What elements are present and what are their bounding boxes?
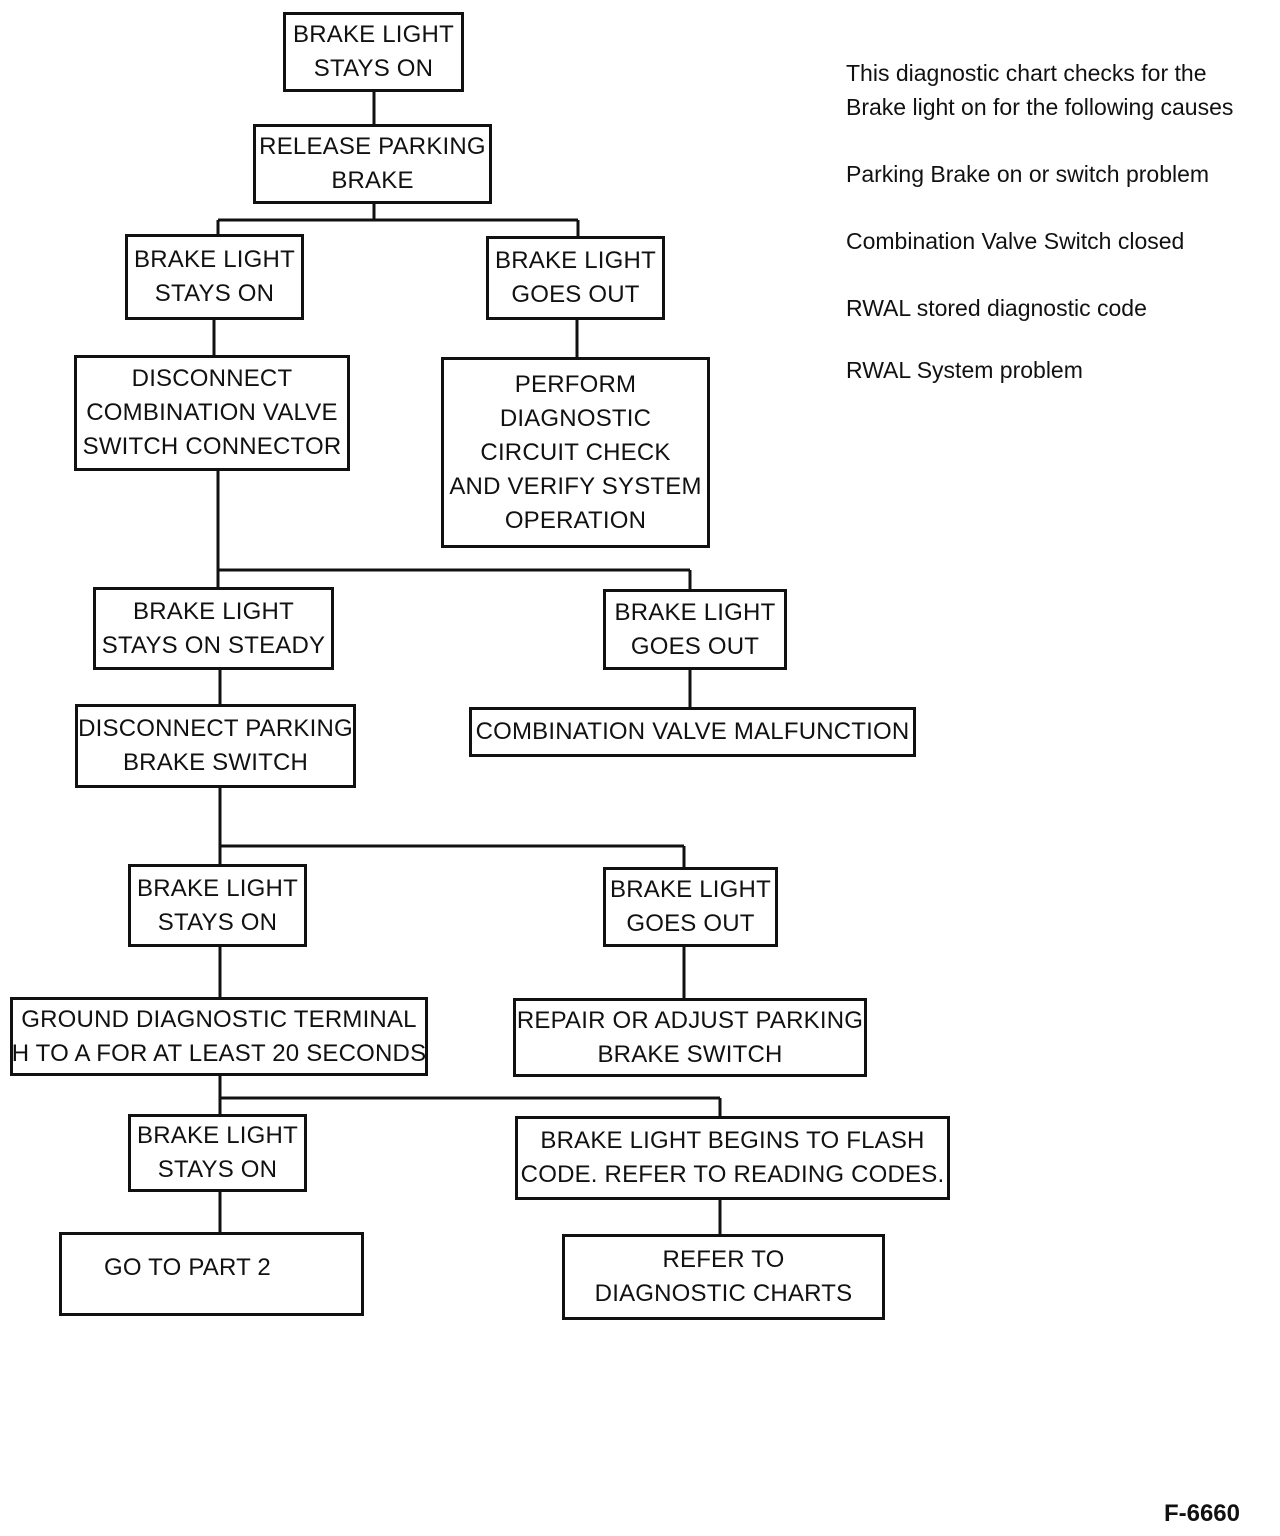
node-brake-light-stays-on-1: BRAKE LIGHT STAYS ON bbox=[125, 234, 304, 320]
node-line: COMBINATION VALVE bbox=[86, 399, 338, 426]
node-repair-or-adjust-parking-brake-switch: REPAIR OR ADJUST PARKING BRAKE SWITCH bbox=[513, 998, 867, 1077]
node-line: BRAKE SWITCH bbox=[597, 1040, 783, 1068]
node-brake-light-stays-on-steady: BRAKE LIGHT STAYS ON STEADY bbox=[93, 587, 334, 670]
node-line: H TO A FOR AT LEAST 20 SECONDS bbox=[11, 1039, 427, 1067]
node-line: AND VERIFY SYSTEM bbox=[449, 472, 702, 500]
node-line: BRAKE LIGHT bbox=[293, 21, 454, 48]
notes-intro-line-2: Brake light on for the following causes bbox=[846, 94, 1234, 120]
node-line: BRAKE LIGHT bbox=[133, 597, 294, 625]
node-line: STAYS ON STEADY bbox=[101, 631, 326, 659]
node-line: GOES OUT bbox=[630, 632, 760, 660]
node-line: GROUND DIAGNOSTIC TERMINAL bbox=[21, 1005, 417, 1033]
node-disconnect-combination-valve: DISCONNECT COMBINATION VALVE SWITCH CONN… bbox=[74, 355, 350, 471]
node-line: REPAIR OR ADJUST PARKING bbox=[516, 1006, 864, 1034]
node-ground-diagnostic-terminal: GROUND DIAGNOSTIC TERMINAL H TO A FOR AT… bbox=[10, 997, 428, 1076]
node-line: DIAGNOSTIC bbox=[499, 404, 652, 432]
cause-item: RWAL stored diagnostic code bbox=[846, 295, 1147, 321]
node-line: STAYS ON bbox=[157, 1156, 278, 1183]
node-line: BRAKE LIGHT bbox=[610, 876, 771, 903]
node-line: BRAKE LIGHT bbox=[614, 598, 776, 626]
cause-item: Parking Brake on or switch problem bbox=[846, 161, 1210, 187]
figure-id-label: F-6660 bbox=[1163, 1500, 1240, 1527]
node-line: DISCONNECT bbox=[131, 365, 293, 392]
node-line: BRAKE SWITCH bbox=[122, 749, 309, 776]
node-brake-light-stays-on-3: BRAKE LIGHT STAYS ON bbox=[128, 1114, 307, 1192]
node-line: GOES OUT bbox=[511, 281, 640, 308]
node-line: RELEASE PARKING bbox=[259, 133, 486, 160]
notes-intro-line-1: This diagnostic chart checks for the bbox=[846, 60, 1207, 86]
node-line: BRAKE LIGHT bbox=[134, 246, 295, 273]
node-release-parking-brake: RELEASE PARKING BRAKE bbox=[253, 124, 492, 204]
node-brake-light-begins-to-flash: BRAKE LIGHT BEGINS TO FLASH CODE. REFER … bbox=[515, 1116, 950, 1200]
node-line: BRAKE LIGHT bbox=[137, 874, 298, 902]
node-refer-to-diagnostic-charts: REFER TO DIAGNOSTIC CHARTS bbox=[562, 1234, 885, 1320]
node-line: STAYS ON bbox=[313, 55, 434, 82]
node-brake-light-goes-out-1: BRAKE LIGHT GOES OUT bbox=[486, 236, 665, 320]
node-line: BRAKE LIGHT bbox=[137, 1122, 298, 1149]
node-line: COMBINATION VALVE MALFUNCTION bbox=[475, 718, 910, 745]
chart-description-notes: This diagnostic chart checks for the Bra… bbox=[846, 56, 1266, 387]
node-line: CODE. REFER TO READING CODES. bbox=[520, 1161, 945, 1188]
node-line: BRAKE bbox=[331, 167, 414, 194]
node-line: REFER TO bbox=[662, 1246, 785, 1273]
node-line: GOES OUT bbox=[626, 910, 755, 937]
node-perform-diagnostic-circuit-check: PERFORM DIAGNOSTIC CIRCUIT CHECK AND VER… bbox=[441, 357, 710, 548]
node-line: BRAKE LIGHT bbox=[495, 247, 656, 274]
node-combination-valve-malfunction: COMBINATION VALVE MALFUNCTION bbox=[469, 707, 916, 757]
node-line: GO TO PART 2 bbox=[104, 1254, 271, 1281]
node-line: STAYS ON bbox=[157, 908, 278, 936]
node-line: PERFORM bbox=[514, 370, 637, 398]
node-line: OPERATION bbox=[504, 506, 647, 534]
node-line: DIAGNOSTIC CHARTS bbox=[594, 1280, 853, 1307]
node-brake-light-goes-out-3: BRAKE LIGHT GOES OUT bbox=[603, 867, 778, 947]
node-line: STAYS ON bbox=[154, 280, 275, 307]
node-go-to-part-2: GO TO PART 2 bbox=[59, 1232, 364, 1316]
node-line: CIRCUIT CHECK bbox=[480, 438, 671, 466]
node-line: DISCONNECT PARKING bbox=[78, 715, 353, 742]
node-disconnect-parking-brake-switch: DISCONNECT PARKING BRAKE SWITCH bbox=[75, 704, 356, 788]
node-brake-light-stays-on-2: BRAKE LIGHT STAYS ON bbox=[128, 864, 307, 947]
cause-item: Combination Valve Switch closed bbox=[846, 228, 1185, 254]
node-line: SWITCH CONNECTOR bbox=[82, 433, 342, 460]
node-brake-light-goes-out-2: BRAKE LIGHT GOES OUT bbox=[603, 589, 787, 670]
node-line: BRAKE LIGHT BEGINS TO FLASH bbox=[540, 1127, 925, 1154]
node-brake-light-stays-on-initial: BRAKE LIGHT STAYS ON bbox=[283, 12, 464, 92]
cause-item: RWAL System problem bbox=[846, 357, 1083, 383]
